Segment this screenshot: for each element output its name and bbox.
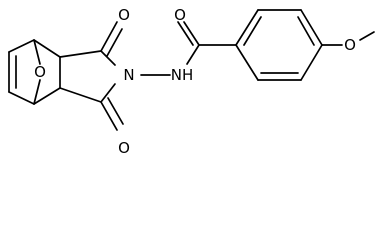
bond bbox=[300, 44, 323, 81]
bond-set bbox=[8, 9, 375, 131]
bond bbox=[8, 91, 35, 105]
bond bbox=[100, 50, 116, 66]
bond bbox=[183, 21, 200, 46]
bond-double-inner bbox=[107, 97, 124, 125]
bond bbox=[186, 44, 200, 65]
atom-label-amide-oxygen: O bbox=[174, 6, 186, 24]
bond bbox=[33, 79, 41, 105]
atom-labels: O O O N NH O O bbox=[34, 6, 356, 157]
bond bbox=[100, 21, 118, 52]
bond bbox=[59, 50, 102, 58]
bond bbox=[33, 39, 41, 65]
bond bbox=[235, 9, 259, 46]
bond bbox=[8, 39, 35, 53]
bond-double-inner bbox=[106, 28, 123, 57]
bond bbox=[33, 39, 61, 58]
structure-canvas: O O O N NH O O bbox=[8, 6, 375, 157]
bond bbox=[33, 87, 61, 105]
atom-label-methoxy-oxygen: O bbox=[344, 36, 356, 54]
bond bbox=[100, 83, 116, 103]
bond bbox=[300, 9, 323, 46]
bond bbox=[235, 44, 259, 81]
bond bbox=[59, 87, 102, 103]
bond bbox=[100, 101, 118, 131]
atom-label-carbonyl-oxygen-bottom: O bbox=[118, 139, 130, 157]
molecule-structure: O O O N NH O O bbox=[8, 6, 375, 157]
bond-double-inner bbox=[297, 16, 315, 46]
atom-label-carbonyl-oxygen-top: O bbox=[118, 6, 130, 24]
atom-label-imide-nitrogen: N bbox=[123, 66, 134, 84]
bond-double-inner bbox=[177, 21, 194, 46]
bond bbox=[359, 31, 375, 41]
bond-double-inner bbox=[243, 16, 262, 46]
atom-label-amide-nh: NH bbox=[171, 66, 194, 84]
atom-label-bridge-oxygen: O bbox=[34, 63, 46, 81]
